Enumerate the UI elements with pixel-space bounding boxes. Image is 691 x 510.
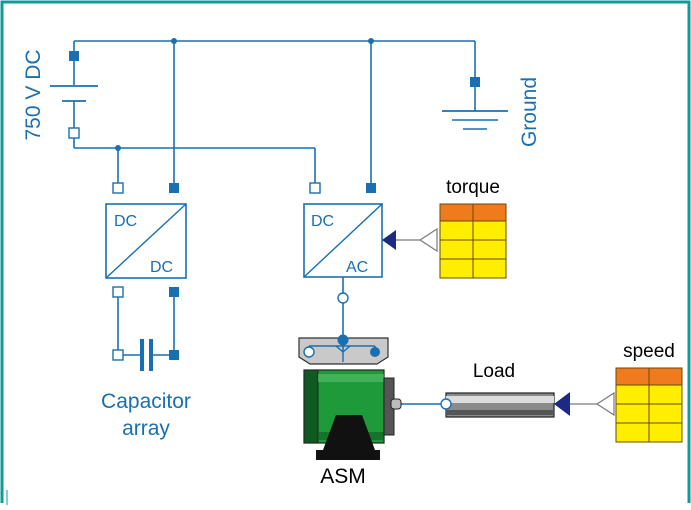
dcdc-in-label: DC xyxy=(114,213,137,230)
torque-table[interactable] xyxy=(439,203,507,279)
dcac-ac-port[interactable] xyxy=(337,292,349,304)
dcac-port-neg[interactable] xyxy=(309,182,321,194)
torque-output-arrow-icon xyxy=(418,227,438,253)
asynchronous-motor-icon[interactable] xyxy=(298,334,402,461)
load-label: Load xyxy=(473,361,515,382)
motor-port-top[interactable] xyxy=(337,334,349,346)
capacitor-icon[interactable] xyxy=(112,339,179,371)
dcdc-converter[interactable] xyxy=(105,182,187,298)
dcdc-port-in-neg[interactable] xyxy=(112,182,124,194)
junctions xyxy=(115,38,374,151)
battery-label: 750 V DC xyxy=(22,49,45,140)
speed-output-arrow-icon xyxy=(595,391,615,417)
dcac-in-label: DC xyxy=(311,213,334,230)
ground-icon[interactable] xyxy=(442,77,508,130)
junction-dot xyxy=(171,38,177,44)
dcdc-port-in-pos[interactable] xyxy=(169,183,179,193)
ground-label: Ground xyxy=(518,77,541,147)
speed-label: speed xyxy=(623,341,675,362)
dcdc-out-label: DC xyxy=(150,259,173,276)
junction-dot xyxy=(368,38,374,44)
dcac-inverter[interactable] xyxy=(303,182,438,304)
wiring xyxy=(73,40,476,405)
dcdc-port-out-pos[interactable] xyxy=(169,287,179,297)
dcac-port-pos[interactable] xyxy=(366,183,376,193)
speed-input-arrow-icon xyxy=(554,392,570,416)
load-port[interactable] xyxy=(440,398,452,410)
motor-port-right[interactable] xyxy=(370,347,380,357)
capacitor-label-line2: array xyxy=(122,417,170,440)
capacitor-label: Capacitor xyxy=(101,390,191,413)
motor-port-left[interactable] xyxy=(303,346,315,358)
torque-input-arrow-icon xyxy=(382,230,396,250)
battery-icon[interactable] xyxy=(50,51,98,139)
dcdc-port-out-neg[interactable] xyxy=(112,286,124,298)
junction-dot xyxy=(115,145,121,151)
torque-label: torque xyxy=(446,177,500,198)
mechanical-load-icon[interactable] xyxy=(440,391,615,418)
speed-table[interactable] xyxy=(615,367,683,443)
motor-label: ASM xyxy=(320,465,366,488)
dcac-out-label: AC xyxy=(346,259,368,276)
